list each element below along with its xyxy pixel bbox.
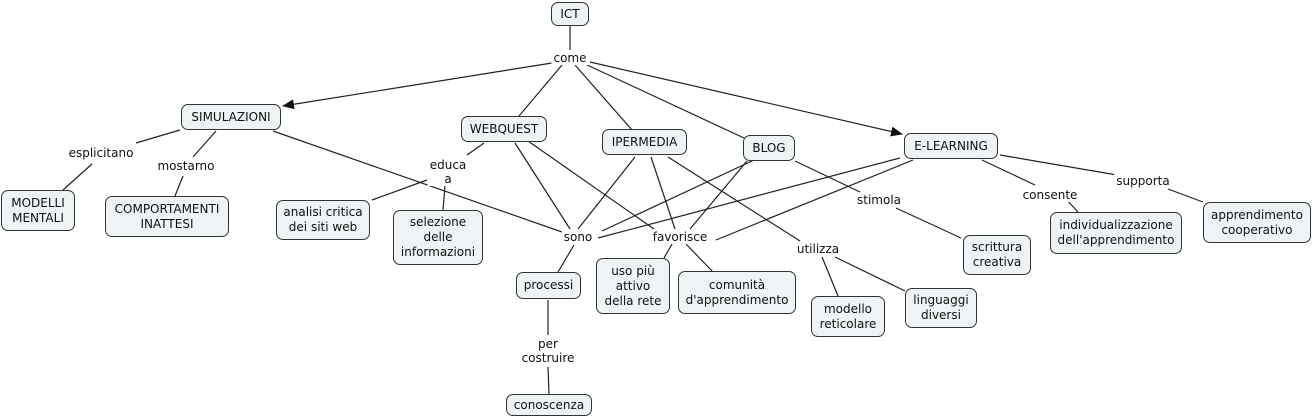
edge: [466, 142, 485, 156]
edge: [667, 156, 801, 242]
edge-arrow-elearning: [589, 61, 903, 137]
edge: [62, 163, 93, 191]
edge: [689, 160, 748, 230]
edge: [597, 157, 901, 239]
node-uso-attivo-rete[interactable]: uso più attivo della rete: [596, 258, 670, 314]
edge: [794, 160, 861, 193]
node-linguaggi-diversi[interactable]: linguaggi diversi: [905, 288, 977, 328]
link-educa-a: educa a: [427, 158, 469, 186]
node-comunita-apprendimento[interactable]: comunità d'apprendimento: [678, 271, 796, 314]
edge: [547, 366, 550, 395]
node-blog[interactable]: BLOG: [743, 135, 795, 161]
node-modello-reticolare[interactable]: modello reticolare: [811, 296, 885, 337]
edge: [577, 156, 636, 230]
node-elearning[interactable]: E-LEARNING: [904, 133, 998, 159]
link-consente: consente: [1020, 188, 1080, 202]
edge: [584, 63, 745, 139]
node-comportamenti-inattesi[interactable]: COMPORTAMENTI INATTESI: [105, 196, 229, 237]
node-processi[interactable]: processi: [516, 272, 581, 299]
edge: [663, 243, 673, 259]
edge: [527, 140, 655, 230]
link-mostarno: mostarno: [155, 159, 217, 173]
edge: [135, 129, 181, 144]
link-come: come: [551, 51, 589, 65]
link-sono: sono: [561, 230, 595, 244]
edge: [601, 159, 755, 232]
edge: [715, 159, 914, 241]
node-ipermedia[interactable]: IPERMEDIA: [602, 129, 687, 155]
edge: [685, 243, 714, 273]
node-ict[interactable]: ICT: [551, 2, 589, 26]
link-utilizza: utilizza: [794, 242, 842, 256]
edge: [574, 64, 633, 131]
edge: [821, 256, 839, 297]
node-modelli-mentali[interactable]: MODELLI MENTALI: [1, 190, 75, 231]
edge: [518, 64, 563, 117]
edge: [514, 142, 571, 230]
node-conoscenza[interactable]: conoscenza: [506, 394, 592, 416]
link-per-costruire: per costruire: [519, 337, 577, 365]
node-webquest[interactable]: WEBQUEST: [461, 116, 547, 142]
edge: [650, 156, 676, 230]
edge: [174, 175, 184, 197]
edge: [1167, 188, 1204, 203]
node-scrittura-creativa[interactable]: scrittura creativa: [963, 235, 1031, 275]
link-favorisce: favorisce: [650, 230, 710, 244]
node-simulazioni[interactable]: SIMULAZIONI: [181, 104, 281, 130]
node-individualizzazione[interactable]: individualizzazione dell'apprendimento: [1050, 212, 1182, 254]
edge: [981, 159, 1036, 186]
edge: [834, 256, 906, 292]
edge: [442, 185, 446, 211]
node-apprendimento-cooperativo[interactable]: apprendimento cooperativo: [1203, 202, 1311, 243]
edge: [557, 244, 575, 273]
edge: [192, 130, 217, 158]
node-selezione-informazioni[interactable]: selezione delle informazioni: [393, 210, 483, 265]
link-supporta: supporta: [1114, 174, 1172, 188]
edge: [999, 154, 1118, 176]
link-esplicitano: esplicitano: [66, 146, 136, 160]
edge: [272, 130, 563, 233]
edge: [371, 179, 428, 201]
edge: [895, 207, 962, 239]
node-analisi-critica[interactable]: analisi critica dei siti web: [276, 200, 370, 240]
edge-arrow-simulazioni: [282, 62, 553, 110]
link-stimola: stimola: [854, 193, 904, 207]
